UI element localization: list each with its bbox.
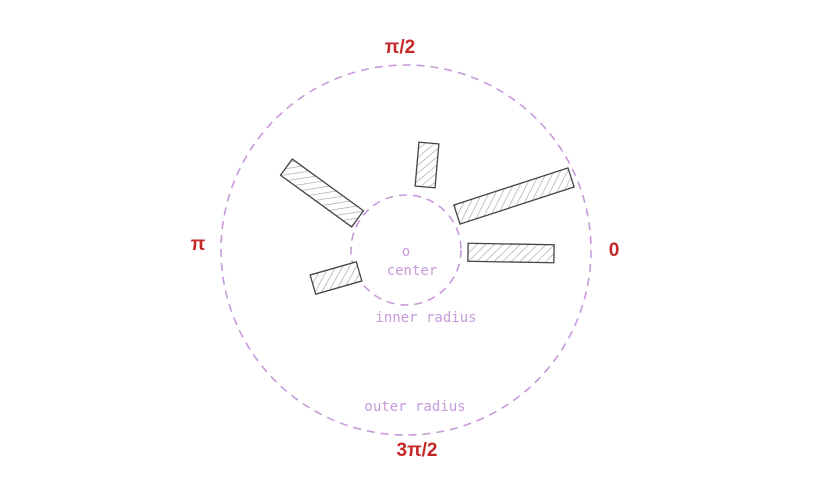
inner-radius-label: inner radius [375,310,476,326]
angle-label-pi: π [191,234,206,255]
center-label: center [387,263,438,279]
bar-upper-right-long [453,167,575,225]
center-marker: o [402,244,410,260]
bar-lower-left [309,260,363,296]
angle-label-three-half-pi: 3π/2 [397,440,438,461]
angle-label-half-pi: π/2 [385,37,415,58]
bar-right [467,242,555,264]
bar-top-small [414,141,440,189]
inner-radius-circle [350,194,462,306]
outer-radius-label: outer radius [364,399,465,415]
outer-radius-circle [220,64,592,436]
bars-group [279,141,575,296]
angle-label-zero: 0 [609,240,620,261]
bar-upper-left [279,158,365,228]
